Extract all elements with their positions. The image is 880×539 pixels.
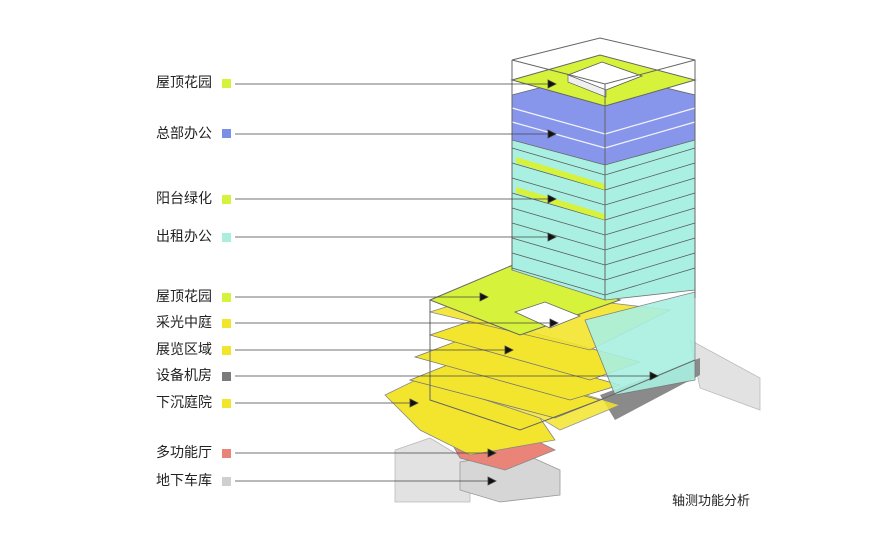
leader-arrow-9 [409, 398, 419, 408]
legend-swatch-podium-roof-garden [222, 293, 231, 302]
legend-swatch-sunken-courtyard [222, 399, 231, 408]
legend-label-sunken-courtyard: 下沉庭院 [156, 395, 212, 411]
balcony-greening-1 [516, 157, 605, 190]
legend-swatch-rental-office [222, 233, 231, 242]
podium [384, 261, 696, 471]
leader-arrow-5 [479, 292, 489, 302]
leader-arrow-7 [504, 345, 514, 355]
roof-pavilion-front [567, 74, 607, 98]
podium-rental-slab [584, 291, 696, 396]
leader-arrow-11 [487, 476, 497, 486]
tower [510, 37, 697, 301]
legend-label-tower-roof-garden: 屋顶花园 [156, 75, 212, 91]
balcony-greening-2 [516, 187, 605, 220]
legend-swatch-light-atrium [222, 319, 231, 328]
legend-label-equipment-room: 设备机房 [156, 368, 212, 384]
leader-arrow-4 [547, 232, 557, 242]
tower-outline-top [511, 59, 696, 85]
legend-label-rental-office: 出租办公 [156, 229, 212, 245]
legend-swatch-balcony-greening [222, 195, 231, 204]
leader-lines [235, 79, 659, 486]
leader-arrow-6 [549, 318, 559, 328]
diagram-caption: 轴测功能分析 [672, 494, 751, 509]
leader-arrow-1 [547, 79, 557, 89]
legend-label-podium-roof-garden: 屋顶花园 [156, 289, 212, 305]
leader-arrow-3 [547, 194, 557, 204]
legend-swatch-multi-function-hall [222, 449, 231, 458]
ground-slab-right [689, 339, 761, 411]
legend-swatch-hq-office [222, 129, 231, 138]
legend-swatch-parking-garage [222, 477, 231, 486]
leader-arrow-8 [649, 371, 659, 381]
legend-swatch-equipment-room [222, 372, 231, 381]
legend-label-light-atrium: 采光中庭 [156, 315, 212, 331]
legend-label-parking-garage: 地下车库 [156, 473, 212, 489]
leader-arrow-2 [547, 129, 557, 139]
legend-label-exhibition: 展览区域 [156, 342, 212, 358]
legend-swatch-exhibition [222, 346, 231, 355]
podium-outline [429, 300, 696, 431]
legend-label-balcony-greening: 阳台绿化 [156, 191, 212, 207]
legend-label-multi-function-hall: 多功能厅 [156, 445, 212, 461]
legend-label-hq-office: 总部办公 [156, 126, 212, 142]
tower-outline-box [511, 37, 696, 298]
leader-arrow-10 [487, 448, 497, 458]
legend-swatch-tower-roof-garden [222, 79, 231, 88]
